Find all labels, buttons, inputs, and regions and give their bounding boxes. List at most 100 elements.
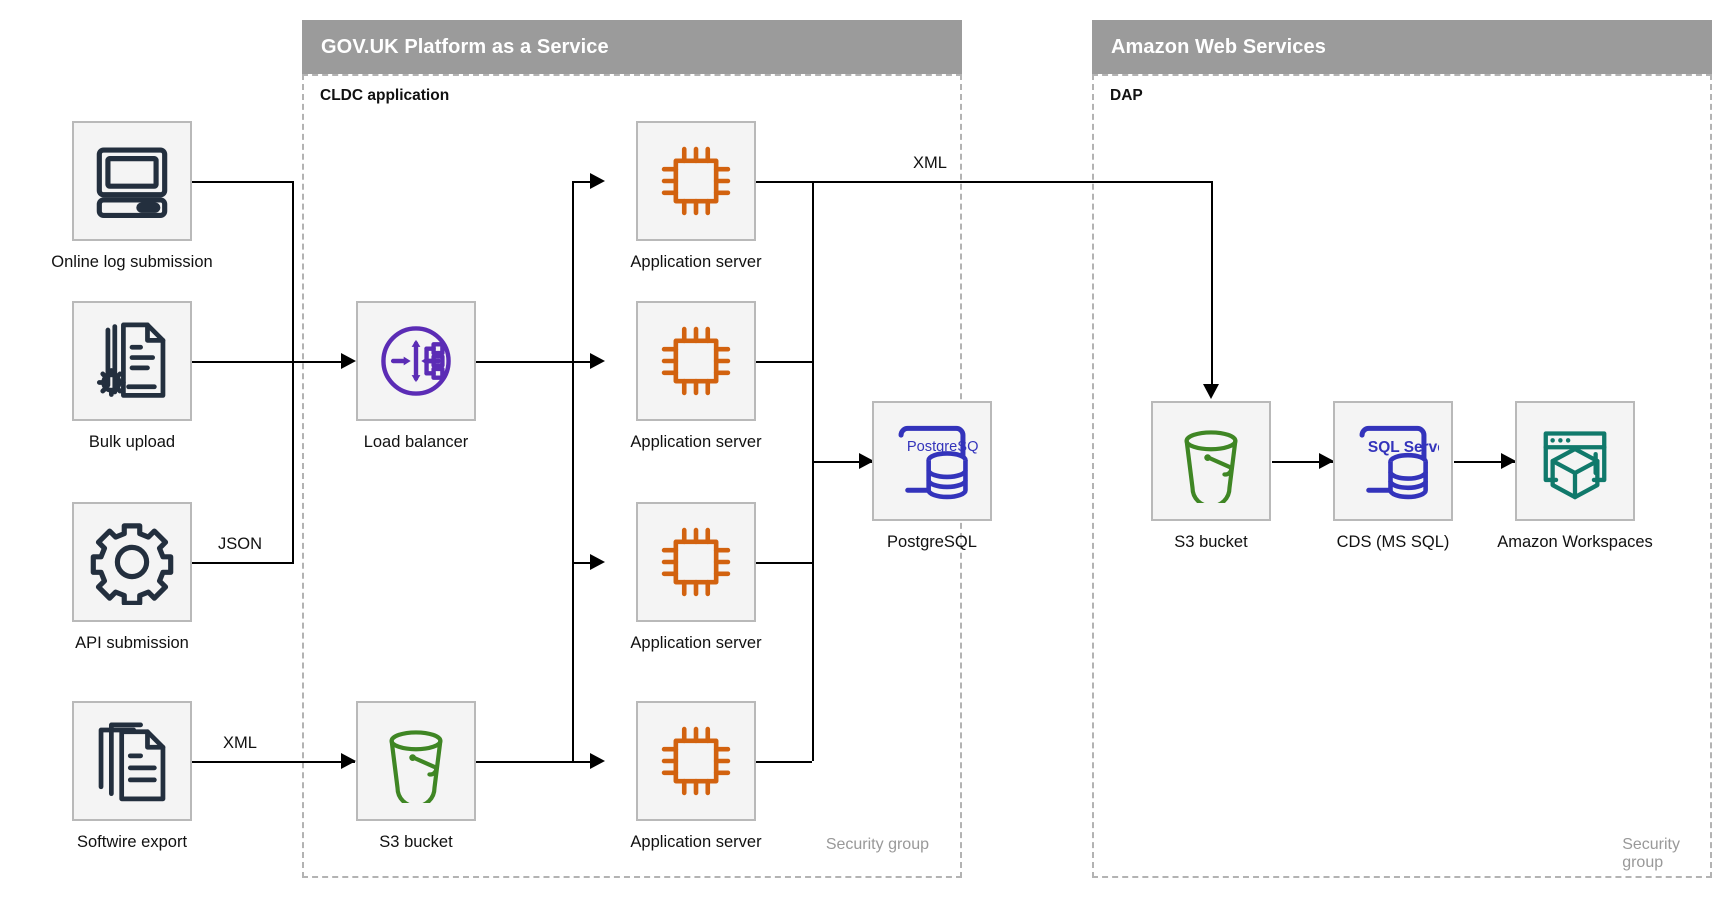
security-group-label-paas: Security group bbox=[825, 836, 929, 853]
node-load-balancer[interactable]: Load balancer bbox=[356, 301, 476, 451]
node-amazon-workspaces[interactable]: Amazon Workspaces bbox=[1497, 401, 1653, 551]
node-postgresql[interactable]: PostgreSQL PostgreSQL bbox=[872, 401, 992, 551]
online-log-submission-tile[interactable] bbox=[72, 121, 192, 241]
bulk-upload-tile[interactable] bbox=[72, 301, 192, 421]
amazon-workspaces-label: Amazon Workspaces bbox=[1497, 533, 1653, 551]
edge-label-xml-softwire: XML bbox=[223, 734, 257, 752]
group-header-aws: Amazon Web Services bbox=[1092, 20, 1712, 74]
load-balancer-icon bbox=[372, 317, 460, 405]
group-header-paas-label: GOV.UK Platform as a Service bbox=[321, 35, 609, 58]
application-server-2-label: Application server bbox=[630, 433, 762, 451]
arrowhead-into-appserver-2 bbox=[590, 353, 605, 369]
edge-bus-to-appserver-3 bbox=[572, 562, 592, 564]
node-application-server-4[interactable]: Application server bbox=[630, 701, 762, 851]
s3-bucket-paas-tile[interactable] bbox=[356, 701, 476, 821]
edge-label-json: JSON bbox=[217, 535, 263, 553]
application-server-3-tile[interactable] bbox=[636, 502, 756, 622]
group-sublabel-dap: DAP bbox=[1110, 87, 1143, 104]
cpu-chip-icon bbox=[654, 719, 738, 803]
api-submission-label: API submission bbox=[75, 634, 189, 652]
application-server-2-tile[interactable] bbox=[636, 301, 756, 421]
cds-ms-sql-tile[interactable]: SQL Server bbox=[1333, 401, 1453, 521]
edge-softwire-to-s3 bbox=[192, 761, 355, 763]
edge-lb-to-distribution-bus bbox=[476, 361, 574, 363]
group-header-paas: GOV.UK Platform as a Service bbox=[302, 20, 962, 74]
group-sublabel-cldc: CLDC application bbox=[320, 87, 450, 104]
desktop-computer-icon bbox=[89, 138, 175, 224]
arrowhead-into-cds bbox=[1319, 453, 1334, 469]
amazon-workspaces-icon bbox=[1532, 418, 1618, 504]
edge-xml-drop-to-aws-s3 bbox=[1211, 181, 1213, 391]
arrowhead-into-appserver-4 bbox=[590, 753, 605, 769]
cpu-chip-icon bbox=[654, 520, 738, 604]
edge-bus-to-appserver-2 bbox=[572, 361, 592, 363]
arrowhead-into-appserver-3 bbox=[590, 554, 605, 570]
softwire-export-label: Softwire export bbox=[76, 833, 188, 851]
edge-s3-aws-to-cds bbox=[1272, 461, 1334, 463]
softwire-export-tile[interactable] bbox=[72, 701, 192, 821]
edge-cds-to-workspaces bbox=[1454, 461, 1516, 463]
edge-bulk-upload-to-lb bbox=[192, 361, 352, 363]
edge-appserver-4-to-pg-bus bbox=[700, 761, 812, 763]
node-api-submission[interactable]: API submission bbox=[72, 502, 192, 652]
node-online-log-submission[interactable]: Online log submission bbox=[51, 121, 213, 271]
group-header-aws-label: Amazon Web Services bbox=[1111, 35, 1326, 58]
api-submission-tile[interactable] bbox=[72, 502, 192, 622]
arrowhead-into-appserver-1 bbox=[590, 173, 605, 189]
edge-appserver-3-to-pg-bus bbox=[700, 562, 812, 564]
load-balancer-label: Load balancer bbox=[363, 433, 469, 451]
postgresql-icon-text: PostgreSQL bbox=[907, 439, 978, 455]
bulk-upload-label: Bulk upload bbox=[88, 433, 176, 451]
s3-bucket-aws-label: S3 bucket bbox=[1174, 533, 1248, 551]
arrowhead-into-s3-aws bbox=[1203, 384, 1219, 399]
edge-pg-bus-to-postgresql bbox=[812, 461, 874, 463]
s3-bucket-icon bbox=[1169, 419, 1253, 503]
postgresql-icon: PostgreSQL bbox=[886, 415, 978, 507]
edge-postgres-collector-bus bbox=[812, 181, 814, 761]
s3-bucket-icon bbox=[374, 719, 458, 803]
postgresql-tile[interactable]: PostgreSQL bbox=[872, 401, 992, 521]
node-application-server-2[interactable]: Application server bbox=[630, 301, 762, 451]
load-balancer-tile[interactable] bbox=[356, 301, 476, 421]
node-s3-bucket-aws[interactable]: S3 bucket bbox=[1151, 401, 1271, 551]
sql-server-icon-text: SQL Server bbox=[1368, 439, 1439, 456]
amazon-workspaces-tile[interactable] bbox=[1515, 401, 1635, 521]
edge-label-xml-appserver: XML bbox=[913, 154, 947, 172]
edge-appserver-2-to-pg-bus bbox=[700, 361, 812, 363]
edge-online-log-to-bus bbox=[192, 181, 294, 183]
node-softwire-export[interactable]: Softwire export bbox=[72, 701, 192, 851]
application-server-1-tile[interactable] bbox=[636, 121, 756, 241]
arrowhead-into-postgresql bbox=[859, 453, 874, 469]
edge-s3-to-appserver-4 bbox=[476, 761, 574, 763]
documents-stack-icon bbox=[89, 718, 175, 804]
cpu-chip-icon bbox=[654, 139, 738, 223]
node-application-server-1[interactable]: Application server bbox=[630, 121, 762, 271]
online-log-submission-label: Online log submission bbox=[51, 253, 213, 271]
node-cds-ms-sql[interactable]: SQL Server CDS (MS SQL) bbox=[1333, 401, 1453, 551]
sql-server-icon: SQL Server bbox=[1347, 415, 1439, 507]
s3-bucket-paas-label: S3 bucket bbox=[379, 833, 453, 851]
group-body-aws bbox=[1092, 74, 1712, 878]
node-s3-bucket-paas[interactable]: S3 bucket bbox=[356, 701, 476, 851]
edge-appserver-distribution-bus bbox=[572, 181, 574, 761]
security-group-label-aws: Security group bbox=[1622, 836, 1680, 871]
arrowhead-into-s3-paas bbox=[341, 753, 356, 769]
node-application-server-3[interactable]: Application server bbox=[630, 502, 762, 652]
arrowhead-into-load-balancer bbox=[341, 353, 356, 369]
postgresql-label: PostgreSQL bbox=[887, 533, 977, 551]
document-gear-icon bbox=[89, 318, 175, 404]
cds-ms-sql-label: CDS (MS SQL) bbox=[1336, 533, 1450, 551]
gear-icon bbox=[89, 519, 175, 605]
s3-bucket-aws-tile[interactable] bbox=[1151, 401, 1271, 521]
edge-input-merge-bus bbox=[292, 181, 294, 562]
edge-appserver-1-to-aws-s3 bbox=[700, 181, 1213, 183]
application-server-3-label: Application server bbox=[630, 634, 762, 652]
node-bulk-upload[interactable]: Bulk upload bbox=[72, 301, 192, 451]
edge-bus-to-appserver-4 bbox=[572, 761, 592, 763]
application-server-1-label: Application server bbox=[630, 253, 762, 271]
cpu-chip-icon bbox=[654, 319, 738, 403]
application-server-4-tile[interactable] bbox=[636, 701, 756, 821]
edge-bus-to-appserver-1 bbox=[572, 181, 592, 183]
application-server-4-label: Application server bbox=[630, 833, 762, 851]
arrowhead-into-workspaces bbox=[1501, 453, 1516, 469]
